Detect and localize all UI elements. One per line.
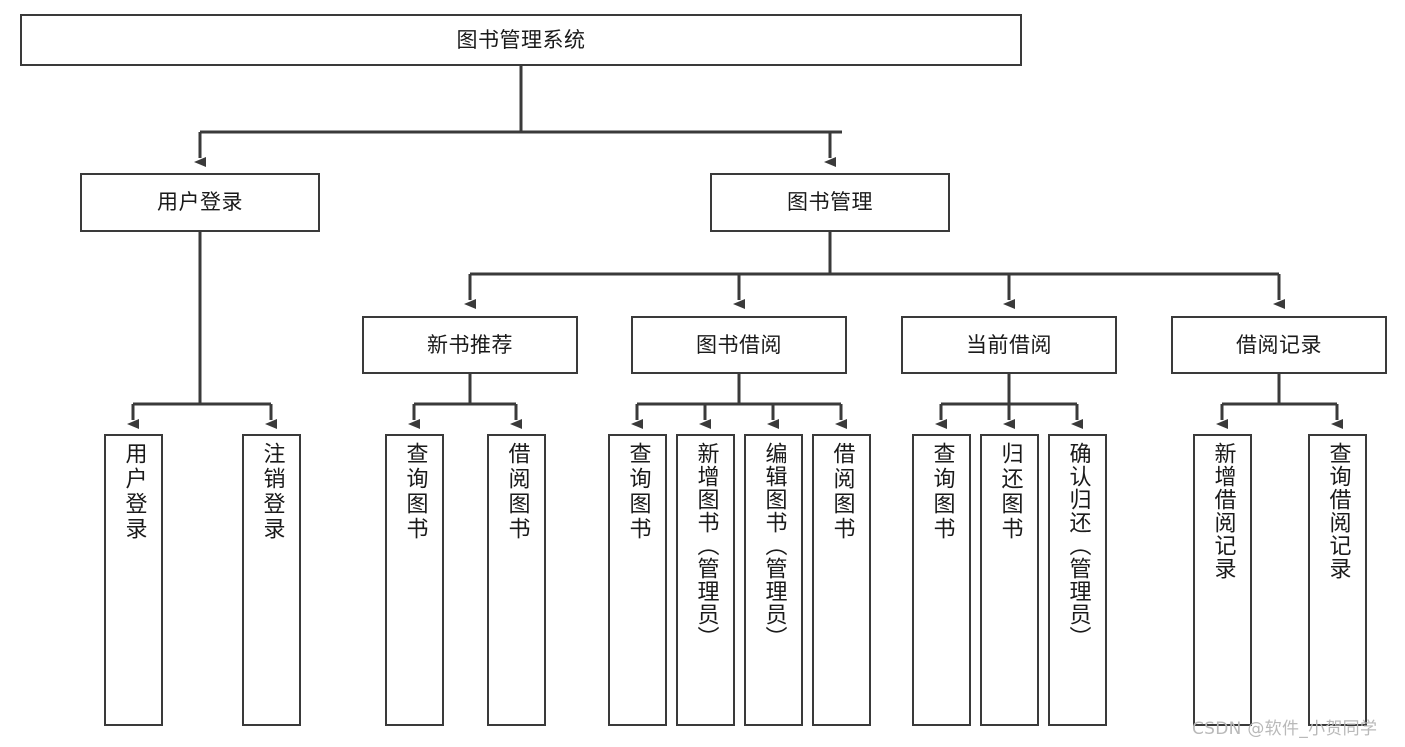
node-leaf-query-record[interactable]: 查询借阅记录 [1308,434,1367,726]
node-leaf-logout[interactable]: 注销登录 [242,434,301,726]
node-current-borrow-label: 当前借阅 [966,332,1052,357]
node-leaf-query-book-2[interactable]: 查询图书 [608,434,667,726]
node-root[interactable]: 图书管理系统 [20,14,1022,66]
node-book-management-label: 图书管理 [787,190,873,215]
node-book-borrow[interactable]: 图书借阅 [631,316,847,374]
node-leaf-confirm-return[interactable]: 确认归还（管理员） [1048,434,1107,726]
watermark-text: CSDN @软件_小贺同学 [1192,719,1378,739]
node-leaf-query-book-2-label: 查询图书 [625,442,651,542]
node-new-book-recommend[interactable]: 新书推荐 [362,316,578,374]
node-user-login-label: 用户登录 [157,190,243,215]
node-leaf-user-login-label: 用户登录 [121,442,147,542]
node-leaf-query-book-3[interactable]: 查询图书 [912,434,971,726]
node-leaf-borrow-book-2-label: 借阅图书 [829,442,855,542]
node-current-borrow[interactable]: 当前借阅 [901,316,1117,374]
node-leaf-add-book[interactable]: 新增图书（管理员） [676,434,735,726]
node-leaf-borrow-book-1[interactable]: 借阅图书 [487,434,546,726]
node-leaf-query-record-label: 查询借阅记录 [1325,442,1351,580]
node-leaf-query-book-3-label: 查询图书 [929,442,955,542]
node-book-management[interactable]: 图书管理 [710,173,950,232]
node-root-label: 图书管理系统 [456,27,586,52]
node-leaf-user-login[interactable]: 用户登录 [104,434,163,726]
node-leaf-edit-book[interactable]: 编辑图书（管理员） [744,434,803,726]
node-leaf-query-book-1[interactable]: 查询图书 [385,434,444,726]
node-leaf-add-book-label: 新增图书（管理员） [693,442,719,649]
node-leaf-add-record-label: 新增借阅记录 [1210,442,1236,580]
node-leaf-add-record[interactable]: 新增借阅记录 [1193,434,1252,726]
node-user-login[interactable]: 用户登录 [80,173,320,232]
node-leaf-confirm-return-label: 确认归还（管理员） [1065,442,1091,649]
node-book-borrow-label: 图书借阅 [696,332,782,357]
node-leaf-query-book-1-label: 查询图书 [402,442,428,542]
node-leaf-borrow-book-2[interactable]: 借阅图书 [812,434,871,726]
node-leaf-borrow-book-1-label: 借阅图书 [504,442,530,542]
node-leaf-logout-label: 注销登录 [259,442,285,542]
node-borrow-record-label: 借阅记录 [1236,332,1322,357]
node-leaf-edit-book-label: 编辑图书（管理员） [761,442,787,649]
node-leaf-return-book-label: 归还图书 [997,442,1023,542]
node-new-book-recommend-label: 新书推荐 [427,332,513,357]
node-borrow-record[interactable]: 借阅记录 [1171,316,1387,374]
node-leaf-return-book[interactable]: 归还图书 [980,434,1039,726]
